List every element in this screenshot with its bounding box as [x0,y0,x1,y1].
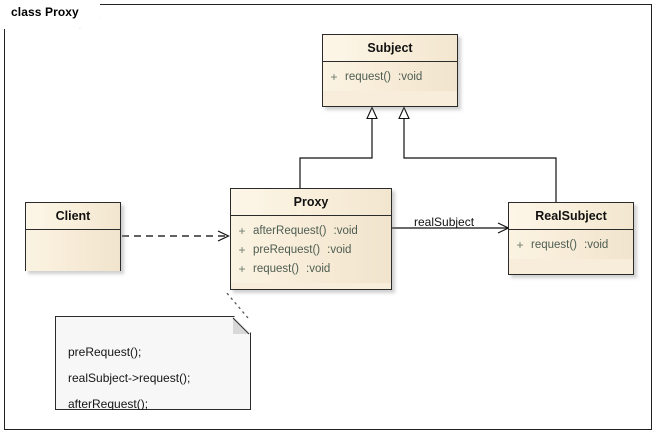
feature-type: :void [306,262,331,275]
diagram-frame-tab-fill [4,4,100,29]
note-fold-edge [232,317,250,335]
class-title-proxy: Proxy [231,189,391,216]
feature-visibility: + [330,69,338,84]
class-box-proxy[interactable]: Proxy + afterRequest() :void + preReques… [230,188,392,290]
feature-name: request() [253,262,300,275]
class-feature: + request() :void [231,259,391,278]
class-body-proxy: + afterRequest() :void + preRequest() :v… [231,216,391,283]
class-body-realsubject: + request() :void [509,230,633,259]
note-line: preRequest(); [68,345,142,359]
class-box-client[interactable]: Client [25,202,121,271]
feature-visibility: + [238,242,246,257]
feature-type: :void [398,70,423,83]
class-title-client: Client [26,203,120,230]
association-label-realsubject: realSubject [414,215,475,229]
note-line: realSubject->request(); [68,371,191,385]
class-feature: + afterRequest() :void [231,221,391,240]
class-feature: + request() :void [323,67,457,86]
diagram-frame-label: class Proxy [11,5,79,19]
feature-name: preRequest() [253,243,321,256]
class-body-subject: + request() :void [323,62,457,91]
feature-type: :void [333,224,358,237]
feature-visibility: + [516,237,524,252]
feature-type: :void [327,243,352,256]
note-box[interactable]: preRequest(); realSubject->request(); af… [55,316,251,410]
class-feature: + request() :void [509,235,633,254]
note-text: preRequest(); realSubject->request(); af… [68,339,242,417]
feature-visibility: + [238,223,246,238]
class-box-subject[interactable]: Subject + request() :void [322,34,458,107]
class-title-realsubject: RealSubject [509,203,633,230]
feature-visibility: + [238,261,246,276]
feature-type: :void [584,238,609,251]
class-body-client [26,230,120,271]
note-line: afterRequest(); [68,397,149,411]
class-feature: + preRequest() :void [231,240,391,259]
class-box-realsubject[interactable]: RealSubject + request() :void [508,202,634,275]
feature-name: request() [345,70,392,83]
class-title-subject: Subject [323,35,457,62]
feature-name: request() [531,238,578,251]
feature-name: afterRequest() [253,224,327,237]
